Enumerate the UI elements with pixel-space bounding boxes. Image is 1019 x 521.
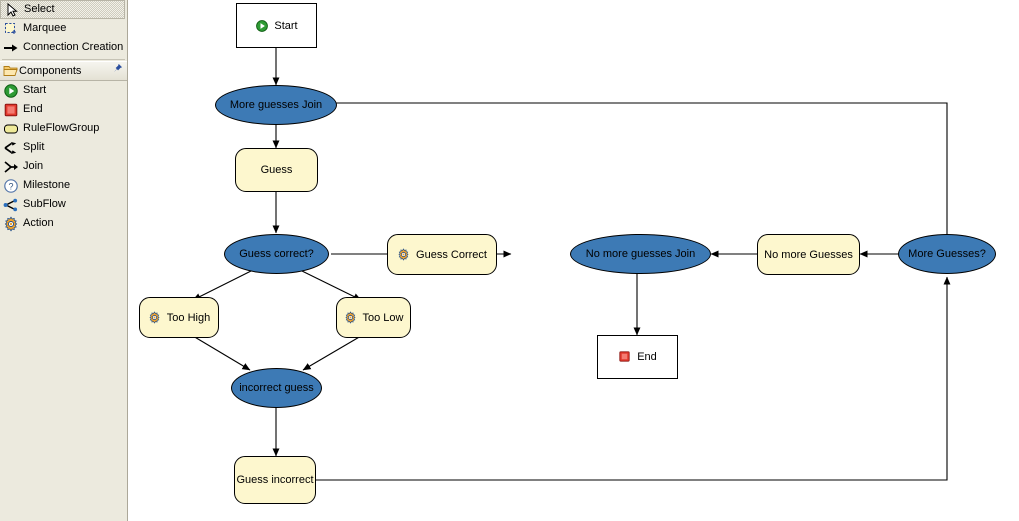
end-red-square-icon <box>3 102 19 118</box>
palette-tool-label: Select <box>24 3 55 15</box>
node-end[interactable]: End <box>597 335 678 379</box>
action-gear-icon <box>3 215 19 232</box>
palette-tool-label: Connection Creation <box>23 41 124 53</box>
join-icon <box>3 159 19 175</box>
edge-question-to-too-high <box>192 270 252 301</box>
node-guess-incorrect[interactable]: Guess incorrect <box>234 456 316 504</box>
action-gear-icon <box>148 310 162 325</box>
node-label: Guess <box>260 164 293 176</box>
palette-item-action[interactable]: Action <box>0 214 127 233</box>
action-gear-icon <box>344 310 358 325</box>
palette-item-join[interactable]: Join <box>0 157 127 176</box>
palette-item-end[interactable]: End <box>0 100 127 119</box>
end-red-square-icon <box>618 350 632 364</box>
action-gear-icon <box>397 247 411 262</box>
arrow-right-icon <box>3 40 19 56</box>
node-label: No more Guesses <box>764 248 853 261</box>
pin-icon[interactable] <box>112 61 123 81</box>
marquee-select-icon <box>3 21 19 37</box>
palette-item-subflow[interactable]: SubFlow <box>0 195 127 214</box>
palette-item-label: Action <box>23 217 54 229</box>
palette-divider <box>2 59 125 60</box>
ruleflowgroup-yellow-rounded-icon <box>3 121 19 137</box>
node-label: Too High <box>166 311 211 324</box>
folder-open-icon <box>3 63 19 79</box>
palette-item-split[interactable]: Split <box>0 138 127 157</box>
edge-more-guesses-q-to-more-guesses-join <box>305 99 948 234</box>
svg-text:?: ? <box>8 181 13 191</box>
palette-tool-label: Marquee <box>23 22 67 34</box>
node-more-guesses-join[interactable]: More guesses Join <box>215 85 337 125</box>
edge-too-high-to-incorrect-guess <box>192 335 251 371</box>
palette-drawer-label: Components <box>19 65 82 77</box>
palette-item-label: Milestone <box>23 179 71 191</box>
subflow-icon <box>3 197 19 213</box>
cursor-arrow-icon <box>4 2 20 18</box>
split-icon <box>3 140 19 156</box>
palette-tool-marquee[interactable]: Marquee <box>0 19 127 38</box>
palette-item-label: Join <box>23 160 44 172</box>
node-label: More guesses Join <box>229 99 323 111</box>
node-start[interactable]: Start <box>236 3 317 48</box>
node-label: Start <box>274 19 298 32</box>
palette-item-label: Split <box>23 141 45 153</box>
node-more-guesses-question[interactable]: More Guesses? <box>898 234 996 274</box>
node-label: incorrect guess <box>239 382 314 394</box>
palette-item-milestone[interactable]: ? Milestone <box>0 176 127 195</box>
edge-question-to-too-low <box>301 270 362 301</box>
palette-drawer-components[interactable]: Components <box>0 61 127 81</box>
node-no-more-guesses-join[interactable]: No more guesses Join <box>570 234 711 274</box>
node-label: More Guesses? <box>908 248 986 260</box>
palette-item-label: End <box>23 103 43 115</box>
start-green-play-icon <box>3 83 19 99</box>
palette-item-label: SubFlow <box>23 198 66 210</box>
palette-tool-connection-creation[interactable]: Connection Creation <box>0 38 127 57</box>
flow-canvas[interactable]: Start More guesses Join Guess Guess corr… <box>129 0 1019 521</box>
start-green-play-icon <box>255 19 269 33</box>
palette-item-start[interactable]: Start <box>0 81 127 100</box>
edge-too-low-to-incorrect-guess <box>302 335 362 371</box>
node-label: Guess incorrect <box>236 474 314 486</box>
node-label: Too Low <box>362 311 404 324</box>
node-incorrect-guess[interactable]: incorrect guess <box>231 368 322 408</box>
node-guess-correct-question[interactable]: Guess correct? <box>224 234 329 274</box>
node-guess[interactable]: Guess <box>235 148 318 192</box>
palette-panel: Select Marquee Connection Creation <box>0 0 128 521</box>
palette-tool-select[interactable]: Select <box>0 0 125 19</box>
node-label: No more guesses Join <box>585 248 696 260</box>
palette-item-label: Start <box>23 84 47 96</box>
palette-item-ruleflowgroup[interactable]: RuleFlowGroup <box>0 119 127 138</box>
palette-item-label: RuleFlowGroup <box>23 122 100 134</box>
node-label: Guess Correct <box>416 248 487 261</box>
node-too-high[interactable]: Too High <box>139 297 219 338</box>
node-label: Guess correct? <box>239 248 314 260</box>
node-too-low[interactable]: Too Low <box>336 297 411 338</box>
milestone-question-icon: ? <box>3 178 19 194</box>
node-no-more-guesses[interactable]: No more Guesses <box>757 234 860 275</box>
node-label: End <box>637 351 657 363</box>
edge-guess-incorrect-to-more-guesses-q <box>316 276 951 481</box>
node-guess-correct[interactable]: Guess Correct <box>387 234 497 275</box>
